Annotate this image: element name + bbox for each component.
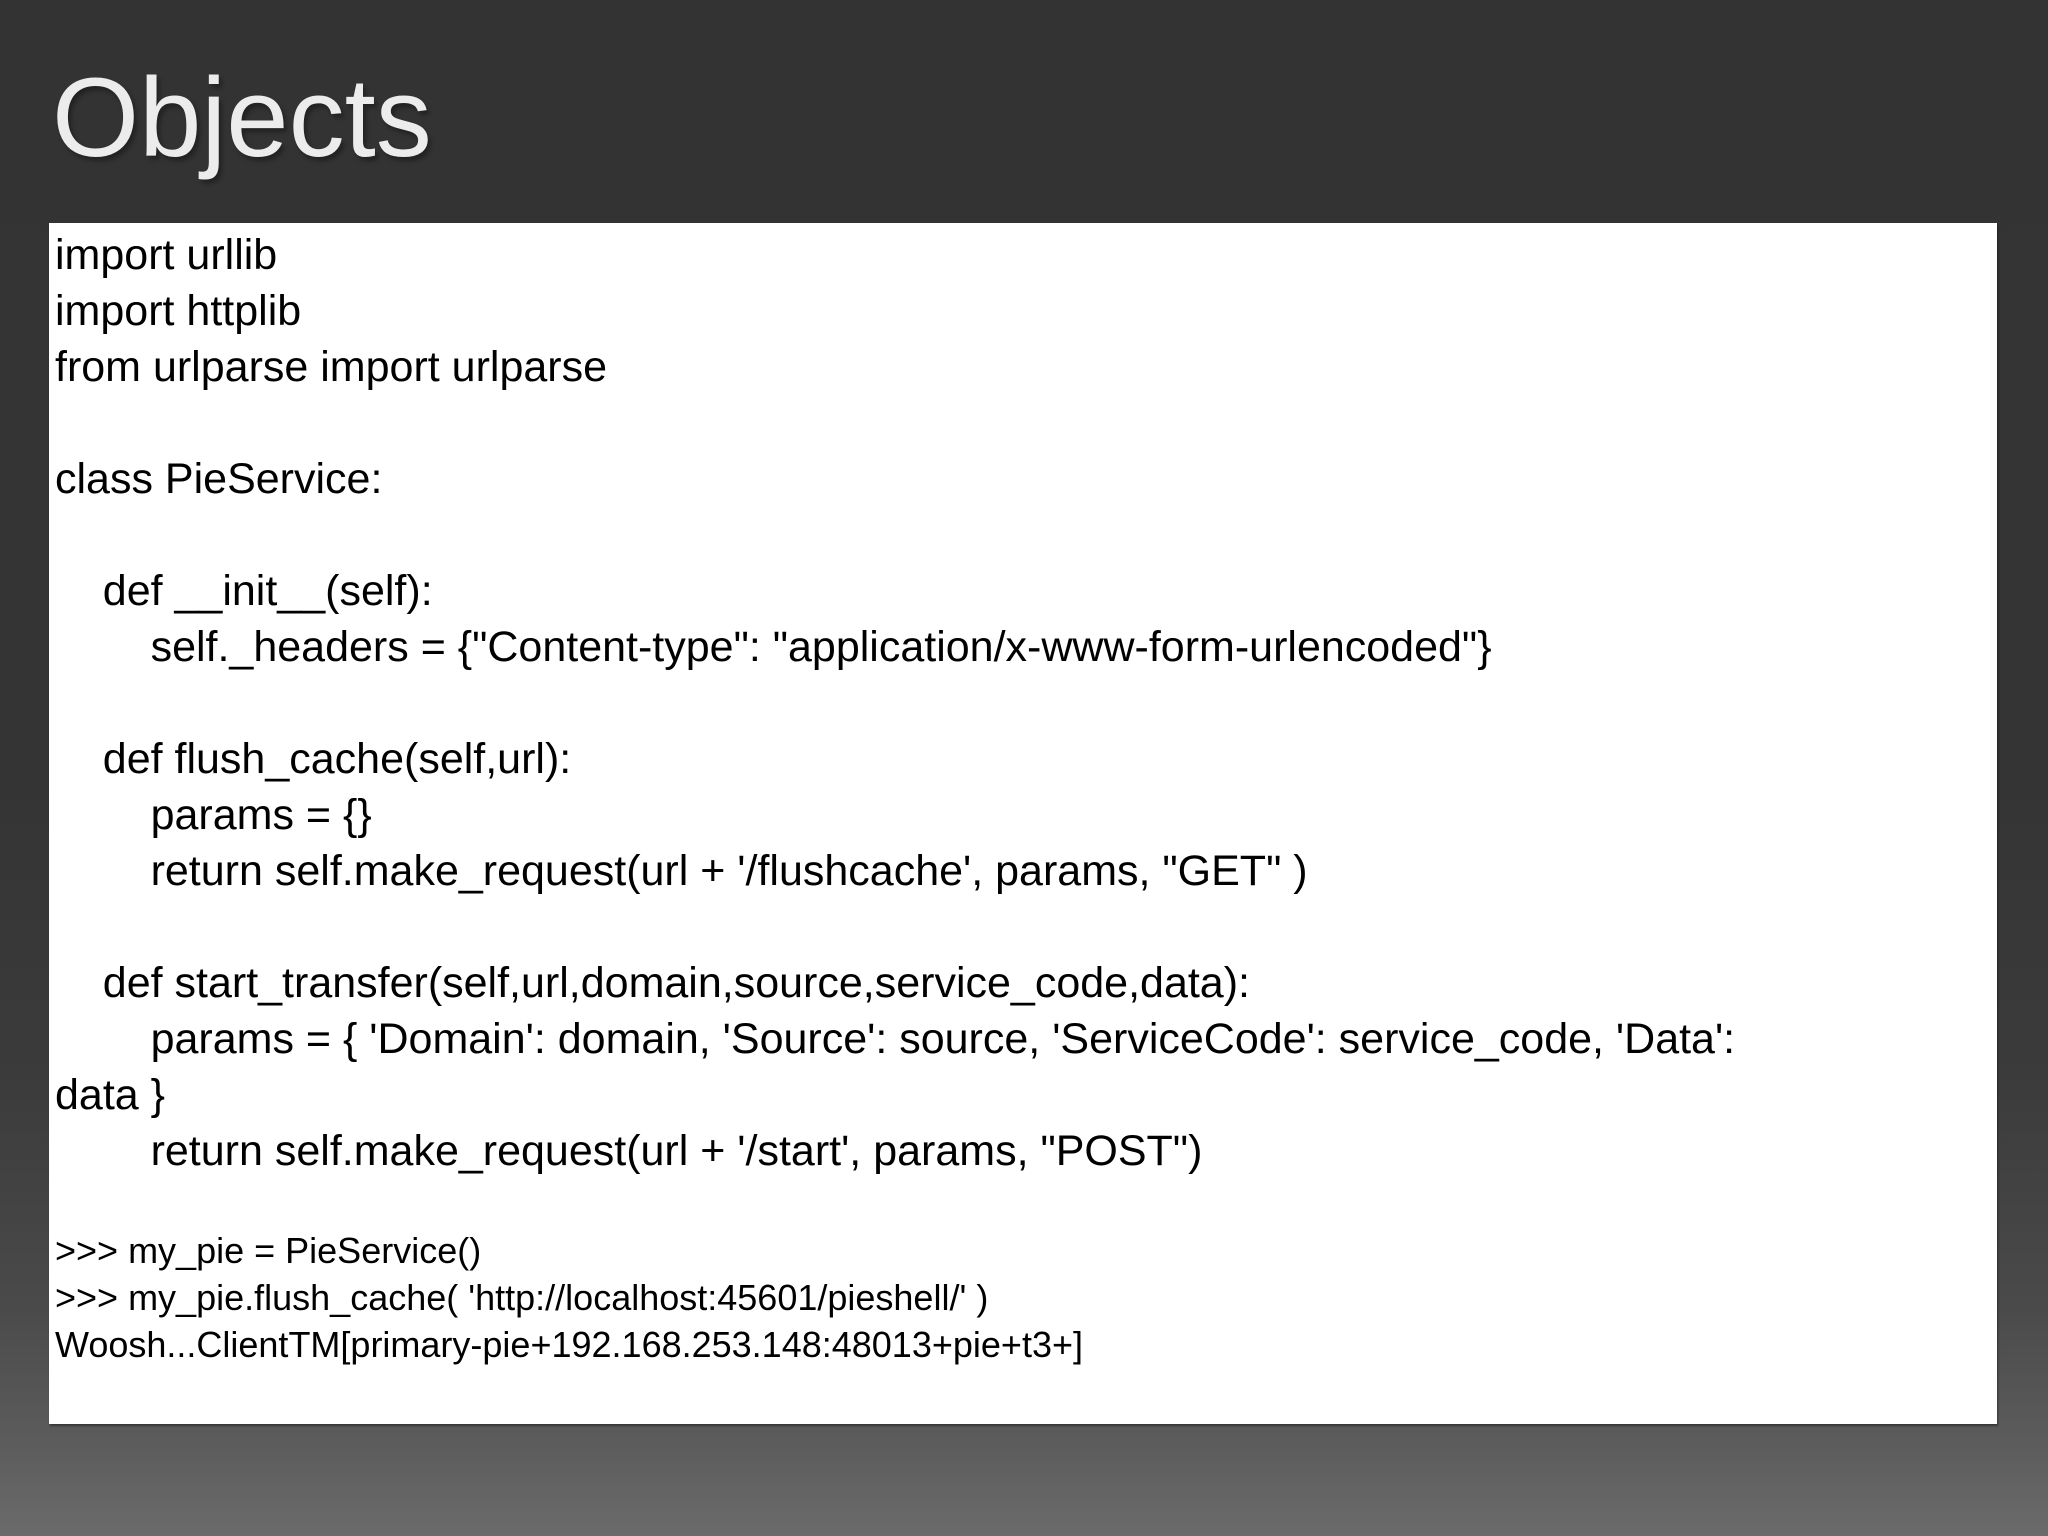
console-output: >>> my_pie = PieService() >>> my_pie.flu… — [55, 1230, 1083, 1365]
python-code-block: import urllib import httplib from urlpar… — [55, 231, 1736, 1175]
code-panel: import urllib import httplib from urlpar… — [49, 223, 1997, 1424]
page-title: Objects — [52, 55, 432, 180]
